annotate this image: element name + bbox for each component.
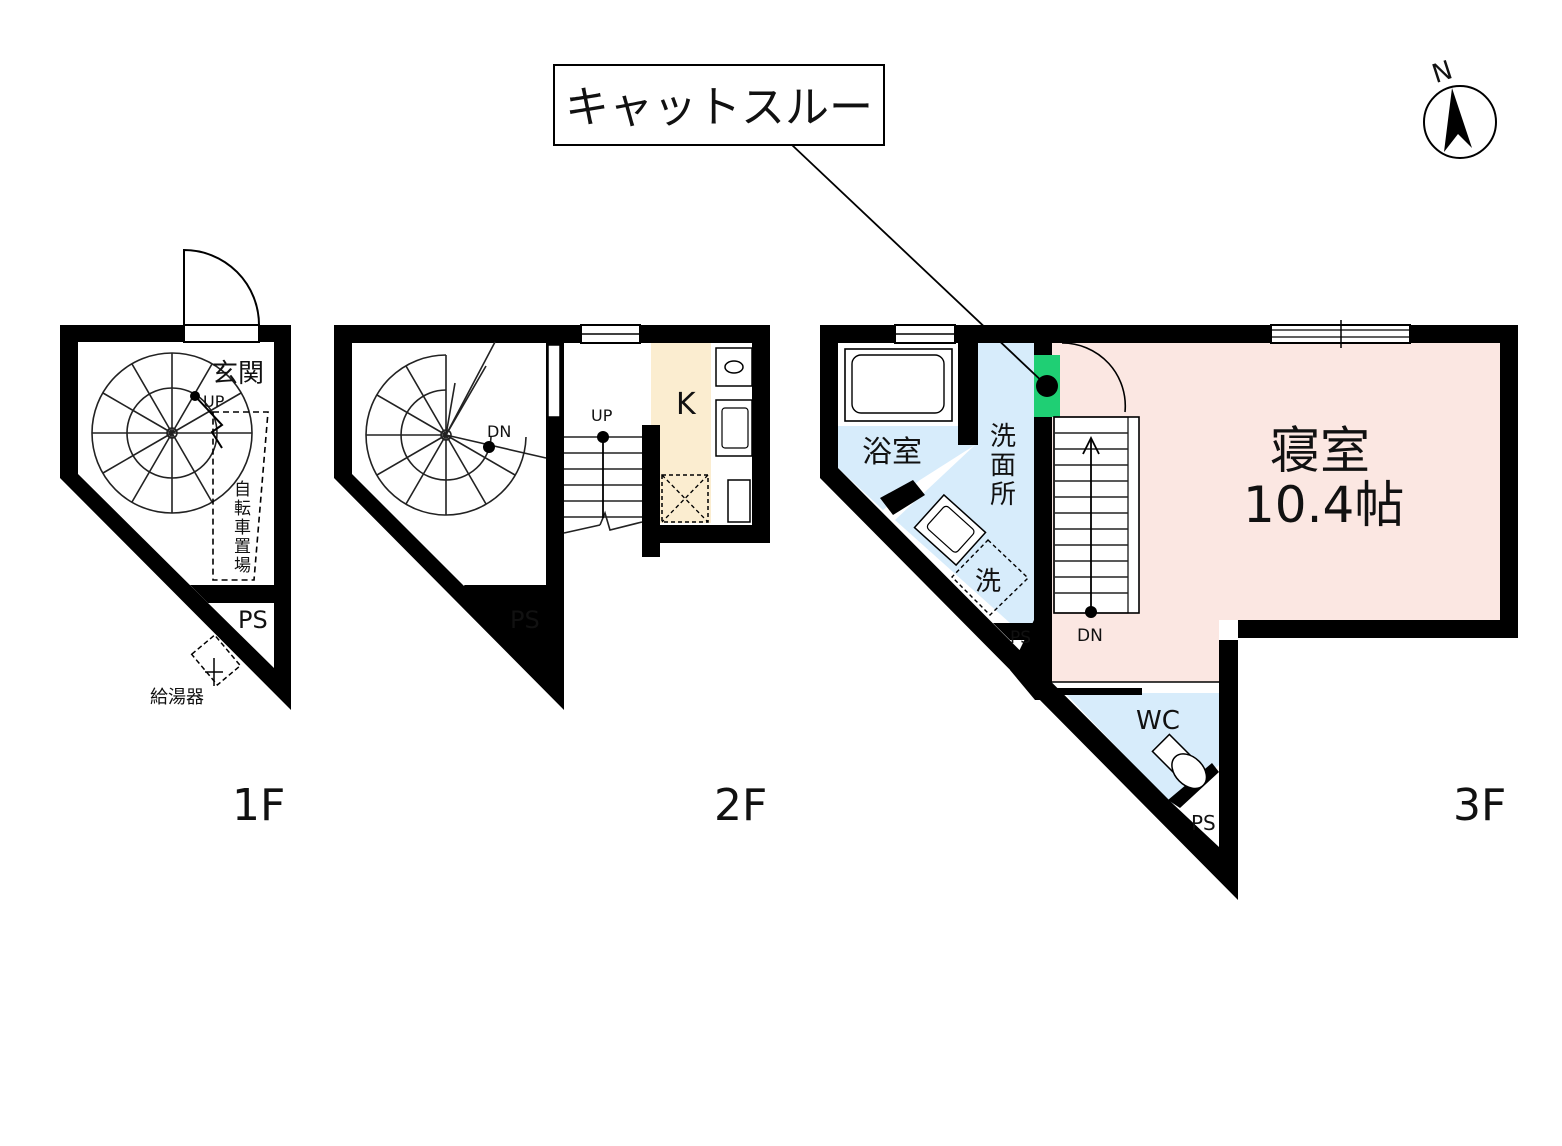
bedroom-area xyxy=(1052,343,1500,682)
floor2-dn-marker xyxy=(483,441,495,453)
floor3-dn-marker xyxy=(1085,606,1097,618)
water-heater-icon xyxy=(190,633,242,687)
spiral-stair xyxy=(91,352,253,514)
stove-icon xyxy=(715,347,753,387)
entrance-label: 玄関 xyxy=(212,359,264,389)
floor2-ps-label: PS xyxy=(510,606,540,634)
bike-area xyxy=(212,411,269,581)
floor3-dn-label: DN xyxy=(1077,626,1103,646)
floor1-up-label: UP xyxy=(203,392,225,411)
stair-door-swing xyxy=(1061,342,1127,413)
floor-2: K UP DN PS xyxy=(334,324,770,710)
cabinet-icon xyxy=(727,479,751,523)
burner xyxy=(724,360,744,374)
bath-label: 浴室 xyxy=(862,435,922,470)
kitchen-post xyxy=(642,425,660,557)
floor1-label: 1F xyxy=(232,780,285,831)
compass-north-label: N xyxy=(1429,55,1457,90)
fridge-cross-2 xyxy=(661,474,709,523)
wc-label: WC xyxy=(1136,706,1180,736)
floor-3: 浴室 洗 面 所 洗 寝室 10.4帖 DN PS WC PS xyxy=(820,320,1518,900)
washroom-area xyxy=(895,343,1034,623)
bath-stub xyxy=(880,480,925,515)
floor3-label: 3F xyxy=(1453,780,1506,831)
floor2-dn-label: DN xyxy=(487,422,511,441)
floor3-ps-label-1: PS xyxy=(1010,628,1031,648)
kitchen-label: K xyxy=(676,387,697,422)
bath-partition xyxy=(958,343,978,445)
floor2-spiral-stair xyxy=(365,341,547,516)
bike-label-4: 置 xyxy=(234,537,251,557)
fridge-cross-1 xyxy=(661,474,709,523)
wash-label-1: 洗 xyxy=(990,422,1016,452)
floor3-top-wall xyxy=(955,325,1271,343)
floor1-walls xyxy=(60,325,291,710)
stair-wall xyxy=(1034,343,1052,680)
floor3-ps-label-2: PS xyxy=(1191,811,1216,835)
floor2-label: 2F xyxy=(714,780,767,831)
toilet-icon xyxy=(1151,733,1208,790)
dn-arrow-head xyxy=(1082,435,1100,455)
up-arrow xyxy=(194,395,224,449)
bike-label-1: 自 xyxy=(234,480,251,500)
floor2-shelf xyxy=(547,344,561,418)
floor2-up-label: UP xyxy=(591,406,613,425)
compass-icon: N xyxy=(1423,55,1497,159)
floor1-ps-label: PS xyxy=(238,606,268,634)
ps-pillar xyxy=(1010,620,1052,700)
door-swing xyxy=(183,248,260,326)
ps-wall-3f xyxy=(993,623,1034,640)
washer-label: 洗 xyxy=(975,567,1001,597)
floor2-ps-wall xyxy=(464,585,546,602)
bike-label-5: 場 xyxy=(234,556,251,576)
bedroom-label: 寝室 xyxy=(1270,422,1370,480)
floor3-stair xyxy=(1053,416,1140,614)
bedroom-size-label: 10.4帖 xyxy=(1243,476,1404,534)
bike-label-3: 車 xyxy=(234,518,251,538)
bike-label-2: 転 xyxy=(234,499,251,519)
wash-label-2: 面 xyxy=(990,451,1016,481)
floor2-walls xyxy=(334,325,770,710)
wash-basin-icon xyxy=(913,493,987,567)
sink-basin xyxy=(721,407,749,449)
ps-wall xyxy=(190,585,274,603)
washer-space xyxy=(951,539,1030,616)
floor3-walls-left xyxy=(820,325,1238,900)
cat-through-callout: キャットスルー xyxy=(553,64,1048,387)
wc-door xyxy=(1052,688,1142,695)
callout-box xyxy=(553,64,885,146)
wash-label-3: 所 xyxy=(990,480,1016,510)
water-heater-label: 給湯器 xyxy=(150,687,204,708)
bathtub-basin xyxy=(851,354,945,414)
bath-area xyxy=(838,426,975,510)
entrance-door xyxy=(183,324,260,343)
bathtub-icon xyxy=(844,348,953,422)
floor-1: 玄関 UP 自 転 車 置 場 PS 給湯器 xyxy=(60,248,291,710)
callout-label: キャットスルー xyxy=(565,82,873,133)
callout-leader xyxy=(791,144,1048,387)
